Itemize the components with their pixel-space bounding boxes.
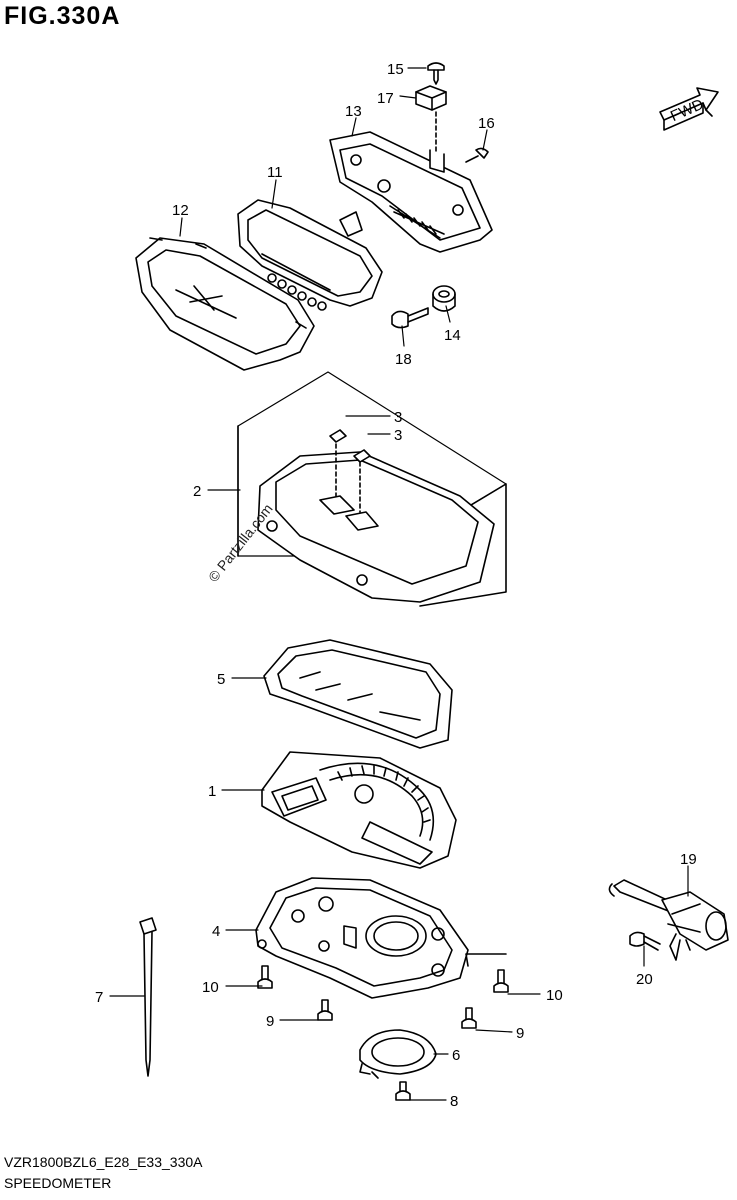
callout-9a: 9 [266,1013,274,1030]
part-20-screw [629,931,661,951]
callout-labels: 15 17 13 16 11 12 14 18 3 3 2 5 1 19 4 2… [95,61,697,1110]
fwd-arrow-icon: FWD [659,87,719,131]
part-12-lens-cover [135,237,315,371]
callout-18: 18 [395,351,412,368]
part-17-clip [415,85,447,161]
callout-17: 17 [377,90,394,107]
part-6-ring [359,1029,437,1079]
figure-title: FIG.330A [4,2,121,30]
part-11-lcd-panel [237,199,383,311]
part-19-sensor [608,879,729,961]
part-5-gasket [263,639,453,749]
part-7-cable-tie [139,917,157,1077]
part-16-screw [465,147,489,163]
callout-10b: 10 [546,987,563,1004]
part-15-screw [427,62,445,85]
callout-12: 12 [172,202,189,219]
part-4-lower-case [255,877,469,999]
part-1-gauge-body [261,751,457,869]
part-13-bracket [329,131,493,253]
leader-lines [109,67,689,1101]
callout-3a: 3 [394,409,402,426]
callout-20: 20 [636,971,653,988]
part-18-screw [391,307,429,329]
callout-7: 7 [95,989,103,1006]
callout-5: 5 [217,671,225,688]
callout-9b: 9 [516,1025,524,1042]
callout-10a: 10 [202,979,219,996]
figure-code: VZR1800BZL6_E28_E33_330A [4,1154,203,1170]
callout-13: 13 [345,103,362,120]
callout-3b: 3 [394,427,402,444]
figure-name: SPEEDOMETER [4,1175,112,1191]
callout-15: 15 [387,61,404,78]
callout-2: 2 [193,483,201,500]
callout-8: 8 [450,1093,458,1110]
part-14-grommet [432,285,456,312]
callout-14: 14 [444,327,461,344]
callout-19: 19 [680,851,697,868]
callout-1: 1 [208,783,216,800]
callout-6: 6 [452,1047,460,1064]
callout-4: 4 [212,923,220,940]
part-2-case-assembly [237,371,507,607]
callout-16: 16 [478,115,495,132]
callout-11: 11 [267,164,283,181]
